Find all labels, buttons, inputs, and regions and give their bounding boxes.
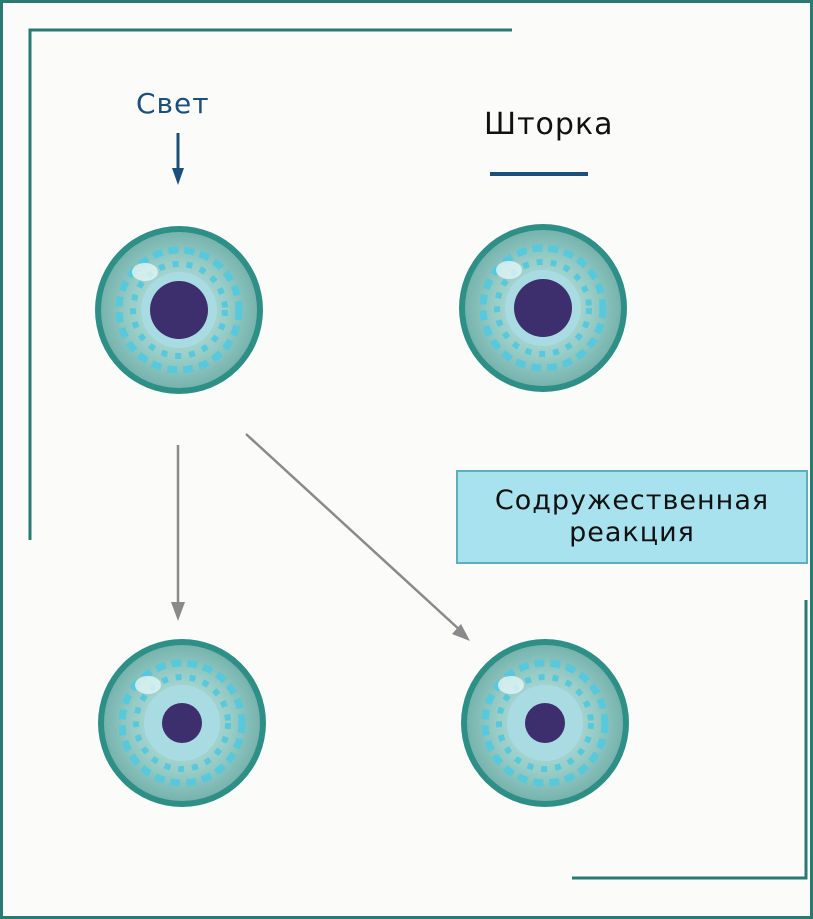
reaction-label-line1: Содружественная: [495, 485, 769, 517]
light-arrow: [172, 133, 184, 185]
eye-top-left: [95, 226, 263, 394]
shutter-label: Шторка: [484, 107, 613, 142]
arrow-diagonal: [246, 434, 470, 641]
consensual-reaction-box: Содружественная реакция: [456, 470, 808, 564]
reaction-label-line2: реакция: [569, 517, 695, 549]
pupil-narrow: [162, 703, 202, 743]
light-label: Свет: [136, 87, 210, 120]
pupil-narrow: [525, 703, 565, 743]
arrow-down: [171, 445, 185, 621]
pupil-wide: [150, 281, 208, 339]
pupil-wide: [514, 279, 572, 337]
eye-top-right: [459, 224, 627, 392]
eye-bottom-left: [98, 639, 266, 807]
eye-bottom-right: [461, 639, 629, 807]
